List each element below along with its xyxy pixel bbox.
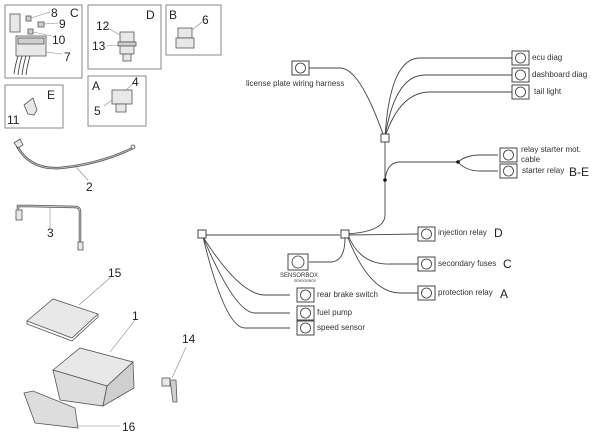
connector-sensorbox[interactable]: SENSORBOX SENSORBOX: [280, 253, 318, 283]
connector-speed-sensor[interactable]: speed sensor: [296, 320, 365, 336]
part-number-6: 6: [202, 13, 209, 27]
battery-cover-15: 15: [26, 266, 122, 342]
group-letter-e: E: [47, 88, 55, 102]
sublabel-sensorbox: SENSORBOX: [294, 279, 317, 283]
junction-top: [380, 133, 390, 143]
label-sensorbox: SENSORBOX: [280, 273, 318, 279]
connector-icon: [296, 305, 315, 321]
cable-3: 3: [15, 204, 84, 251]
part-number-7: 7: [64, 50, 71, 64]
connector-injection-relay[interactable]: injection relay D: [417, 226, 503, 242]
junction-left: [197, 229, 207, 239]
connector-icon: [511, 84, 530, 100]
label-fuel-pump: fuel pump: [317, 308, 353, 317]
connector-relay-starter-cable[interactable]: relay starter mot. cable: [499, 145, 581, 164]
ref-b-e: B-E: [569, 165, 589, 179]
label-relay-starter: relay starter mot.: [521, 145, 581, 154]
fuse-box-part: [9, 13, 47, 76]
group-c: C 8 9 10 7: [4, 4, 83, 79]
relay-a-part: [111, 89, 133, 113]
fuse-e-part: [23, 97, 38, 116]
group-a: A 4 5: [87, 75, 147, 127]
label-speed-sensor: speed sensor: [317, 323, 365, 332]
connector-icon: [511, 50, 530, 66]
connector-icon: [417, 256, 436, 272]
label-injection-relay: injection relay: [438, 228, 487, 237]
connector-icon: [287, 253, 309, 271]
group-b: B 6: [165, 4, 222, 56]
label-protection-relay: protection relay: [438, 288, 493, 297]
battery-tray-16: 16: [23, 390, 136, 434]
connector-icon: [296, 320, 315, 336]
connector-icon: [499, 147, 518, 163]
ref-a: A: [500, 287, 508, 301]
connector-icon: [296, 287, 315, 303]
ref-d: D: [494, 226, 503, 240]
connector-starter-relay[interactable]: starter relay B-E: [499, 163, 589, 179]
part-number-15: 15: [108, 266, 122, 280]
wiring-lines: [202, 57, 512, 329]
junction-right: [340, 229, 350, 239]
connector-ecu-diag[interactable]: ecu diag: [511, 50, 562, 66]
connector-protection-relay[interactable]: protection relay A: [417, 285, 508, 301]
group-letter-b: B: [169, 8, 177, 22]
label-tail-light: tail light: [534, 87, 562, 96]
part-number-13: 13: [92, 39, 106, 53]
connector-icon: [417, 226, 436, 242]
part-number-4: 4: [132, 75, 139, 89]
label-ecu-diag: ecu diag: [532, 53, 562, 62]
part-number-3: 3: [47, 226, 54, 240]
elbow-14: 14: [161, 332, 196, 403]
connector-fuel-pump[interactable]: fuel pump: [296, 305, 353, 321]
ref-c: C: [503, 257, 512, 271]
part-number-1: 1: [132, 309, 139, 323]
label-rear-brake-switch: rear brake switch: [317, 290, 378, 299]
part-number-5: 5: [94, 104, 101, 118]
group-letter-a: A: [92, 79, 100, 93]
label-cable: cable: [521, 155, 541, 164]
connector-tail-light[interactable]: tail light: [511, 84, 562, 100]
label-starter-relay: starter relay: [522, 166, 564, 175]
group-letter-d: D: [146, 8, 155, 22]
part-number-2: 2: [86, 180, 93, 194]
part-number-10: 10: [52, 33, 66, 47]
connector-icon: [417, 285, 436, 301]
connector-icon: [499, 163, 518, 179]
relay-b-part: [175, 27, 195, 49]
cable-2: 2: [13, 138, 136, 194]
label-license-plate: license plate wiring harness: [246, 79, 344, 88]
label-dashboard-diag: dashboard diag: [532, 70, 587, 79]
label-secondary-fuses: secondary fuses: [438, 259, 496, 268]
group-d: D 12 13: [87, 4, 162, 70]
group-letter-c: C: [70, 6, 79, 20]
part-number-8: 8: [51, 6, 58, 20]
part-number-11: 11: [7, 113, 20, 127]
connector-secondary-fuses[interactable]: secondary fuses C: [417, 256, 512, 272]
relay-d-part: [117, 31, 137, 62]
connector-rear-brake-switch[interactable]: rear brake switch: [296, 287, 378, 303]
group-e: E 11: [4, 84, 64, 129]
connector-icon: [511, 67, 530, 83]
connector-icon: [291, 60, 310, 76]
connector-license-plate[interactable]: license plate wiring harness: [246, 60, 344, 88]
part-number-9: 9: [59, 17, 66, 31]
connector-dashboard-diag[interactable]: dashboard diag: [511, 67, 587, 83]
part-number-14: 14: [182, 332, 196, 346]
part-number-12: 12: [96, 19, 110, 33]
part-number-16: 16: [122, 420, 136, 434]
battery-1: 1: [52, 309, 139, 407]
